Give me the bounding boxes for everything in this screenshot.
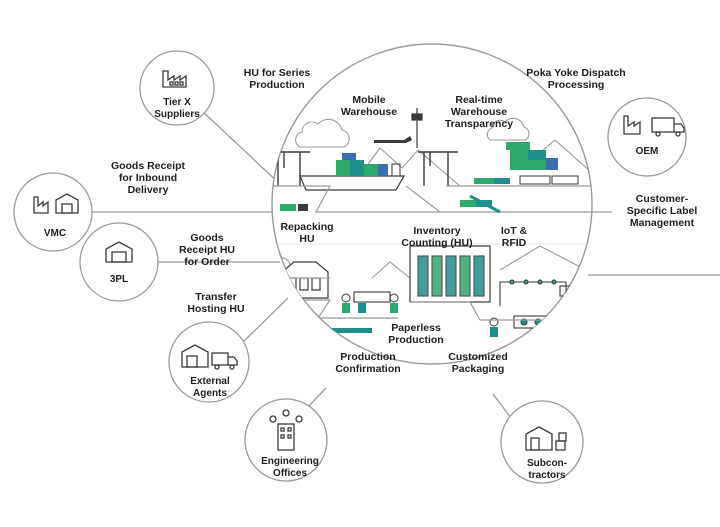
factory-icon xyxy=(162,70,187,88)
label-goods-receipt-inbound: Goods Receipt for Inbound Delivery xyxy=(110,160,186,196)
conveyor-icon xyxy=(469,194,501,214)
label-customized-packaging: Customized Packaging xyxy=(448,351,508,375)
label-transfer-hosting-hu: Transfer Hosting HU xyxy=(187,291,245,315)
node-engineering-offices xyxy=(244,398,328,482)
label-repacking-hu: Repacking HU xyxy=(280,221,334,245)
central-scene xyxy=(271,43,593,365)
container-icon xyxy=(280,204,296,211)
node-label-tier-x: Tier X Suppliers xyxy=(154,97,200,120)
truck-icon xyxy=(298,204,308,211)
label-inventory-counting: Inventory Counting (HU) xyxy=(401,225,473,249)
label-iot-rfid: IoT & RFID xyxy=(500,225,528,249)
control-tower-icon xyxy=(411,108,423,148)
label-poka-yoke: Poka Yoke Dispatch Processing xyxy=(526,67,626,91)
cloud-icon xyxy=(295,118,350,148)
node-label-oem: OEM xyxy=(635,146,659,157)
node-oem xyxy=(607,97,687,177)
connector-external-agents xyxy=(242,297,289,343)
node-3pl xyxy=(79,222,159,302)
node-label-vmc: VMC xyxy=(43,228,67,239)
ground-line xyxy=(272,185,592,213)
node-label-engineering-offices: Engineering Offices xyxy=(261,456,319,479)
inventory-building-icon xyxy=(409,245,491,303)
label-paperless-production: Paperless Production xyxy=(388,322,444,346)
warehouse-boxes-icon xyxy=(525,426,567,451)
warehouse-truck-icon xyxy=(181,344,238,370)
label-realtime-transparency: Real-time Warehouse Transparency xyxy=(444,94,514,130)
cloud-icon xyxy=(486,117,530,141)
mountain-icon xyxy=(499,245,591,273)
node-external-agents xyxy=(168,321,250,403)
node-label-3pl: 3PL xyxy=(109,274,129,285)
mountain-icon xyxy=(351,147,461,187)
container-icon xyxy=(474,178,494,184)
connector-tier-x xyxy=(200,109,283,187)
airplane-icon xyxy=(374,136,412,143)
label-customer-specific-label: Customer- Specific Label Management xyxy=(626,193,698,229)
node-subcontractors xyxy=(500,400,584,484)
conveyor-icon xyxy=(312,328,372,333)
node-label-external-agents: External Agents xyxy=(190,376,230,399)
port-crane-icon xyxy=(418,151,458,186)
node-vmc xyxy=(13,172,93,252)
ground-line xyxy=(410,301,592,321)
warehouse-icon xyxy=(105,241,133,263)
container-icon xyxy=(460,200,476,207)
label-goods-receipt-hu-order: Goods Receipt HU for Order xyxy=(178,232,235,268)
container-stack-icon xyxy=(506,142,558,170)
train-icon xyxy=(519,175,579,185)
ramp-line xyxy=(405,185,441,213)
factory-truck-icon xyxy=(623,115,685,137)
mountain-icon xyxy=(371,261,411,279)
label-hu-series-production: HU for Series Production xyxy=(243,67,311,91)
node-tier-x xyxy=(139,50,215,126)
repacking-building-icon xyxy=(281,261,329,299)
label-mobile-warehouse: Mobile Warehouse xyxy=(340,94,398,118)
label-production-confirmation: Production Confirmation xyxy=(335,351,401,375)
office-building-icon xyxy=(269,409,303,451)
node-label-subcontractors: Subcon- tractors xyxy=(527,458,567,481)
container-icon xyxy=(494,178,510,184)
factory-warehouse-icon xyxy=(33,193,79,214)
